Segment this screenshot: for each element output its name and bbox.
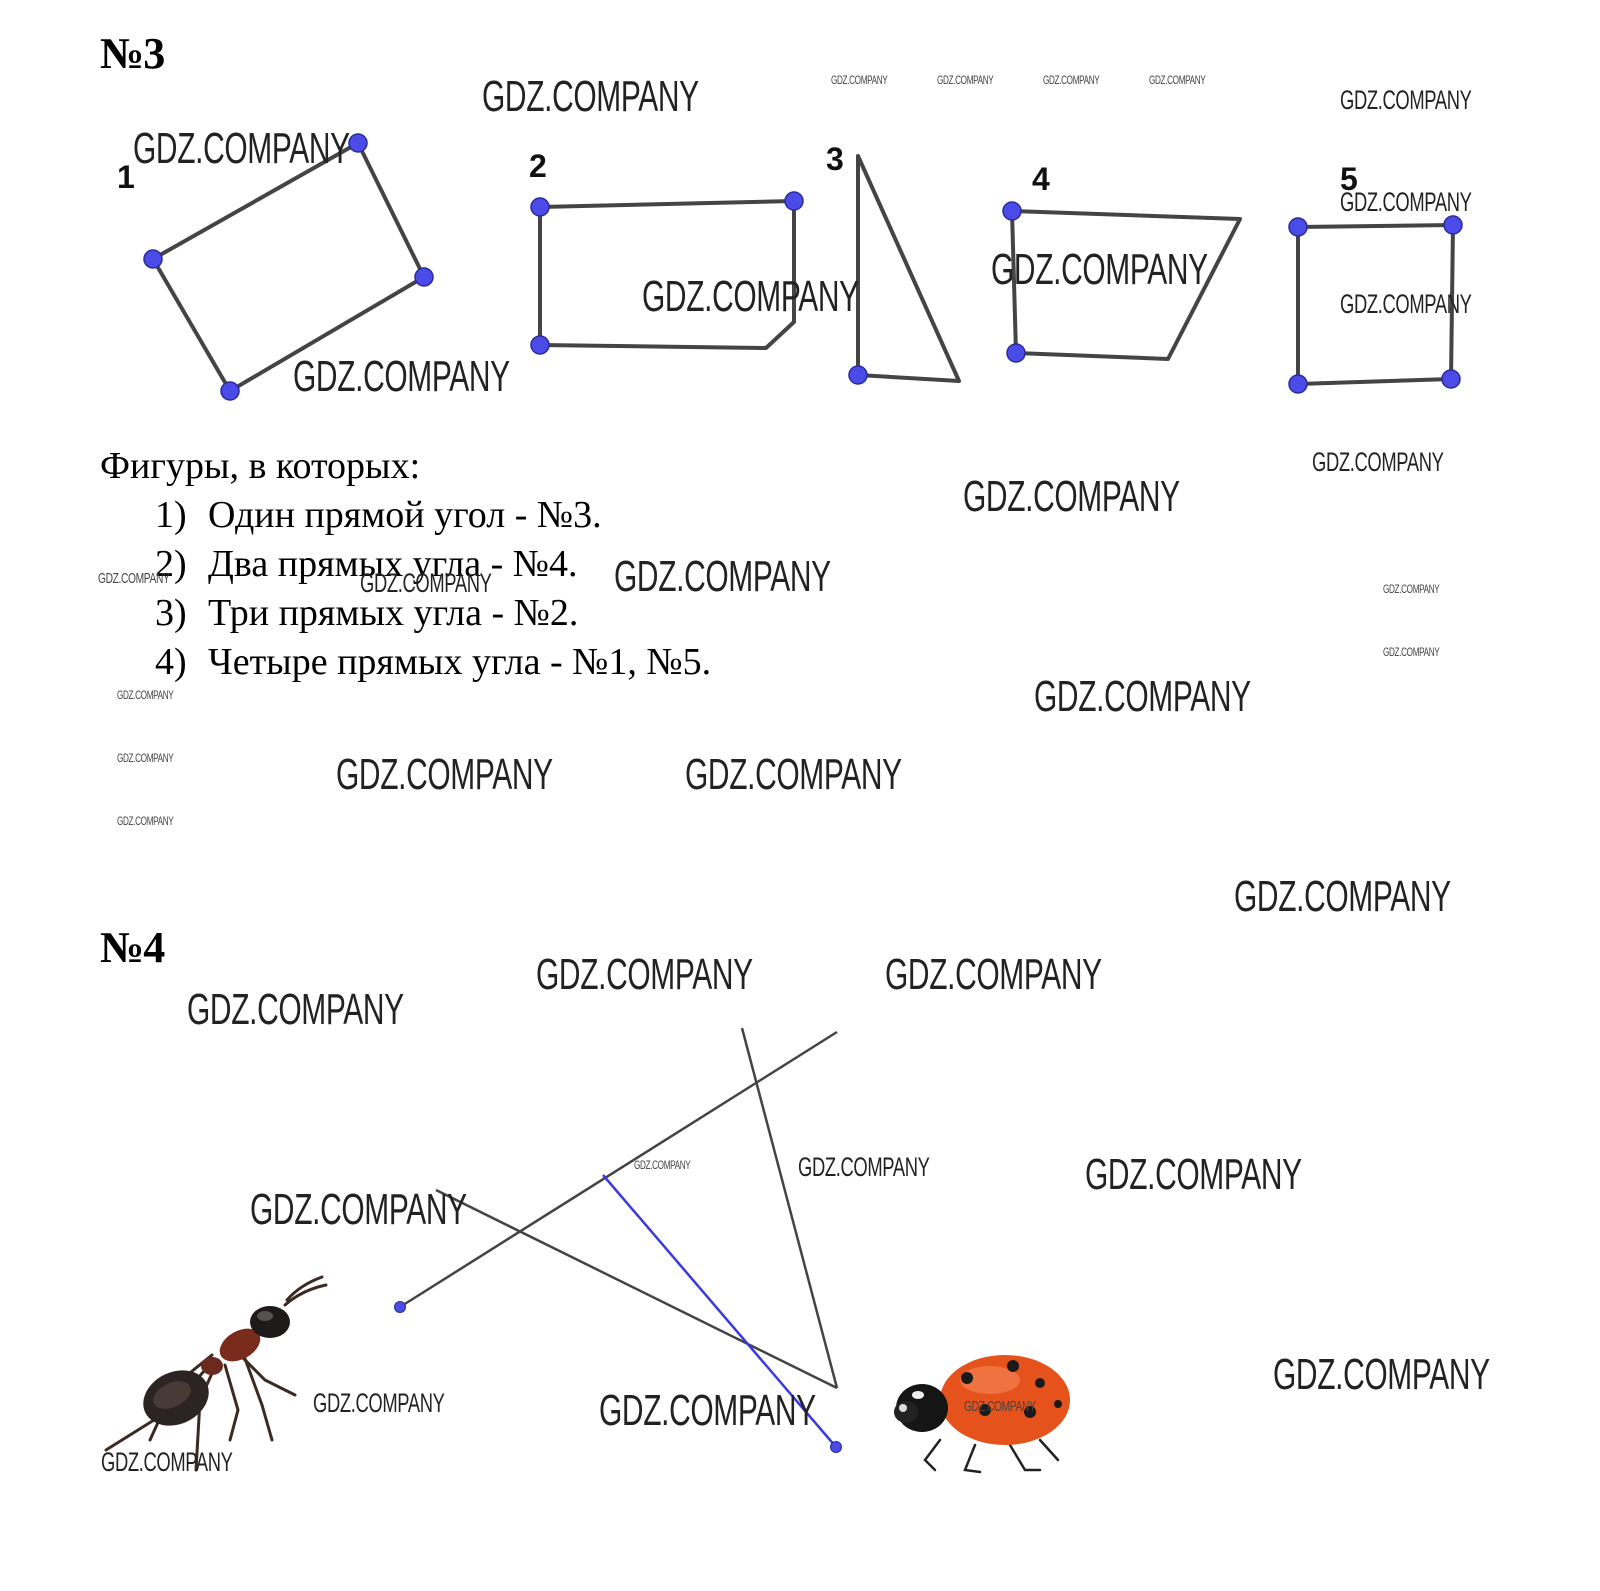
figure-1-rectangle bbox=[151, 141, 426, 393]
segment-right bbox=[740, 1027, 839, 1389]
point bbox=[1288, 217, 1308, 237]
point bbox=[414, 267, 434, 287]
answer-number: 4) bbox=[155, 641, 187, 683]
answer-number: 2) bbox=[155, 543, 187, 585]
figure-3-triangle bbox=[856, 154, 961, 383]
segment-blue bbox=[602, 1174, 837, 1448]
answer-text: Два прямых угла - №4. bbox=[208, 543, 578, 585]
point bbox=[394, 1301, 406, 1313]
figure-label-3: 3 bbox=[826, 141, 844, 177]
point bbox=[530, 197, 550, 217]
point bbox=[530, 335, 550, 355]
answer-item: 4) Четыре прямых угла - №1, №5. bbox=[155, 638, 711, 687]
segment-cross bbox=[435, 1188, 838, 1390]
point bbox=[1441, 369, 1461, 389]
task3-heading: №3 bbox=[100, 29, 165, 78]
ant-image bbox=[104, 1275, 328, 1472]
point bbox=[848, 365, 868, 385]
point bbox=[1288, 374, 1308, 394]
figure-label-1: 1 bbox=[117, 159, 135, 195]
figure-label-2: 2 bbox=[529, 148, 547, 184]
point bbox=[348, 133, 368, 153]
point bbox=[143, 249, 163, 269]
point bbox=[220, 381, 240, 401]
answers-intro: Фигуры, в которых: bbox=[100, 445, 421, 487]
segment-long bbox=[399, 1030, 838, 1309]
answers-list: 1) Один прямой угол - №3. 2) Два прямых уг… bbox=[100, 491, 711, 687]
point bbox=[1006, 343, 1026, 363]
figure-label-5: 5 bbox=[1340, 161, 1358, 197]
figure-2-pentagon bbox=[538, 199, 796, 350]
task4-heading: №4 bbox=[100, 923, 165, 972]
figure-4-trapezoid bbox=[1010, 209, 1242, 361]
figure-label-4: 4 bbox=[1032, 161, 1050, 197]
answer-text: Четыре прямых угла - №1, №5. bbox=[208, 641, 712, 683]
answer-item: 3) Три прямых угла - №2. bbox=[155, 589, 711, 638]
answer-item: 2) Два прямых угла - №4. bbox=[155, 540, 711, 589]
task3-answers: Фигуры, в которых: 1) Один прямой угол - … bbox=[100, 442, 711, 687]
point bbox=[784, 191, 804, 211]
answer-item: 1) Один прямой угол - №3. bbox=[155, 491, 711, 540]
answer-number: 1) bbox=[155, 494, 187, 536]
point bbox=[830, 1441, 842, 1453]
answer-number: 3) bbox=[155, 592, 187, 634]
figure-5-square bbox=[1296, 223, 1455, 386]
ladybug-image bbox=[894, 1355, 1070, 1474]
point bbox=[1443, 215, 1463, 235]
point bbox=[1002, 201, 1022, 221]
answer-text: Один прямой угол - №3. bbox=[208, 494, 602, 536]
answer-text: Три прямых угла - №2. bbox=[208, 592, 579, 634]
